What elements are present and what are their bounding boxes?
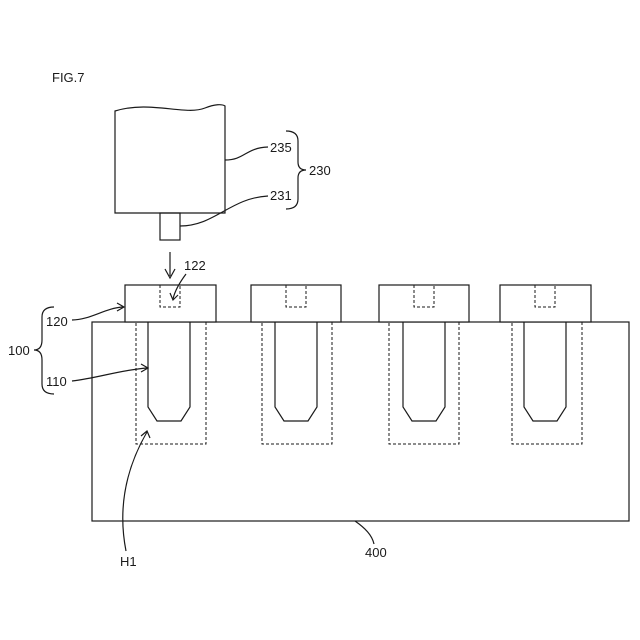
label-400: 400 (365, 545, 387, 560)
label-122: 122 (184, 258, 206, 273)
leader-231 (180, 196, 268, 226)
label-110: 110 (46, 374, 67, 389)
leader-400 (355, 521, 374, 544)
label-h1: H1 (120, 554, 137, 569)
label-231: 231 (270, 188, 292, 203)
figure-title: FIG.7 (52, 70, 85, 85)
cap (500, 285, 591, 322)
down-arrow-icon (165, 252, 175, 278)
cap (251, 285, 341, 322)
label-100: 100 (8, 343, 30, 358)
tool-body (115, 105, 225, 213)
leader-235 (225, 147, 268, 160)
leader-120 (72, 307, 123, 320)
label-235: 235 (270, 140, 292, 155)
label-230: 230 (309, 163, 331, 178)
cap-120 (125, 285, 216, 322)
label-120: 120 (46, 314, 68, 329)
cap (379, 285, 469, 322)
tool-tip (160, 213, 180, 240)
